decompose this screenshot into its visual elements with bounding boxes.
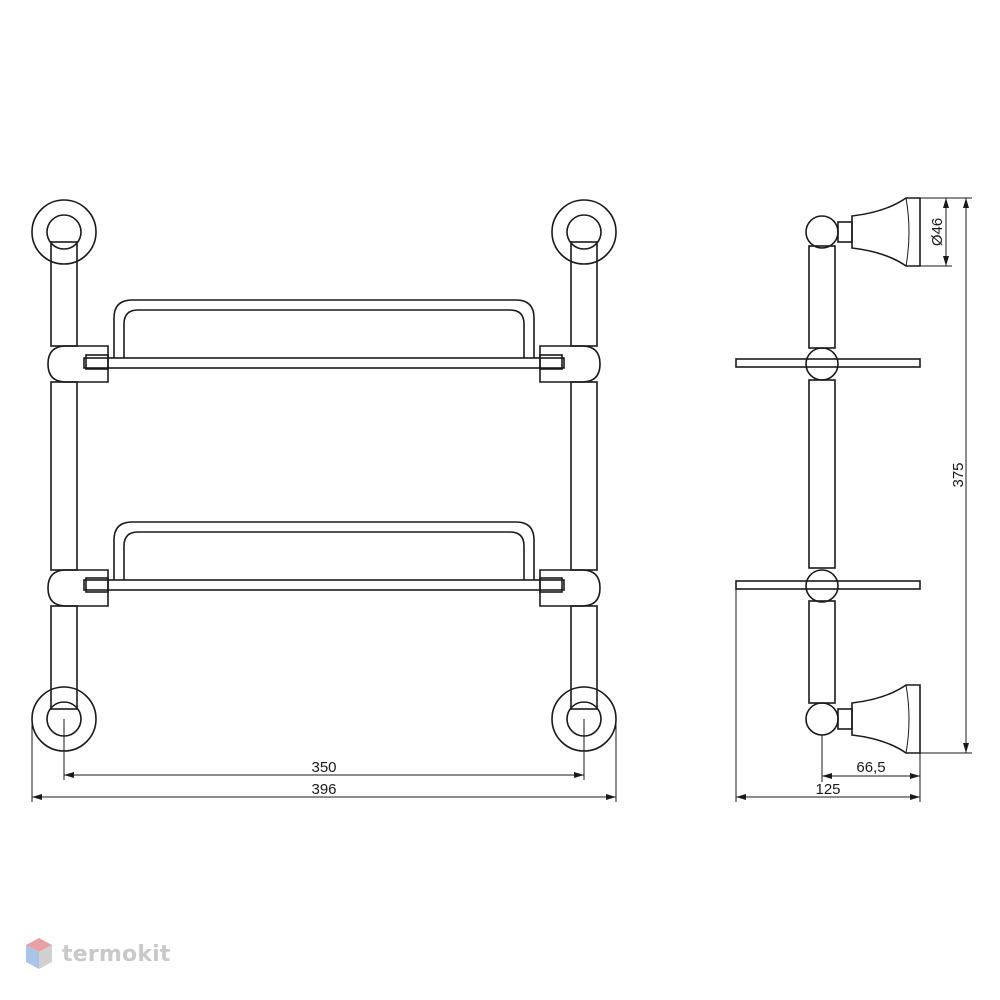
dimension-375-label: 375 [950, 462, 967, 487]
left-top-flange [31, 199, 97, 265]
dimension-125-label: 125 [815, 781, 840, 798]
cube-icon [26, 938, 52, 969]
side-view: Ø46 375 66,5 125 [735, 197, 972, 802]
dimension-396: 396 [31, 719, 617, 802]
front-view: 350 396 [31, 199, 617, 802]
side-top-bracket [805, 197, 921, 267]
dimension-375: 375 [920, 197, 972, 754]
logo-text: termokit [62, 941, 171, 967]
dimension-350: 350 [63, 719, 585, 780]
side-bottom-bracket [805, 684, 921, 754]
right-top-flange [551, 199, 617, 265]
lower-shelf [47, 521, 601, 607]
side-lower-shelf [735, 569, 921, 603]
dimension-66-5: 66,5 [821, 735, 921, 782]
dimension-350-label: 350 [311, 759, 336, 776]
right-post [570, 241, 598, 710]
termokit-logo: termokit [24, 936, 171, 972]
dimension-diameter-label: Ø46 [929, 218, 946, 246]
upper-shelf [47, 299, 601, 383]
dimension-diameter: Ø46 [920, 197, 952, 267]
dimension-396-label: 396 [311, 781, 336, 798]
dimension-125: 125 [735, 589, 921, 802]
side-rod [808, 245, 836, 704]
side-upper-shelf [735, 347, 921, 381]
left-post [50, 241, 78, 710]
dimension-66-5-label: 66,5 [856, 759, 885, 776]
